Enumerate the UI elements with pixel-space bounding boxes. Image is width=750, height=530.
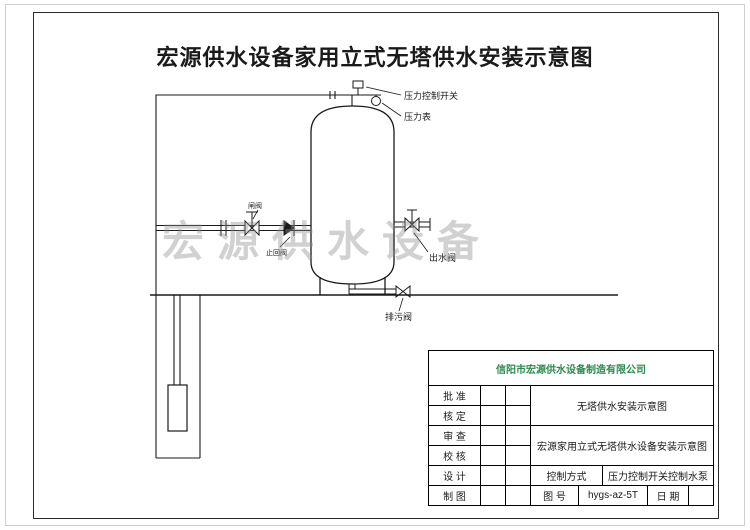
outlet-valve-label: 出水阀 — [429, 252, 456, 263]
signature-cell — [480, 405, 506, 426]
row-label-approve: 批 准 — [428, 385, 481, 406]
control-mode-label: 控制方式 — [530, 465, 603, 486]
well-group — [155, 295, 201, 459]
mid-pipe-group — [156, 211, 311, 237]
row-label-proof: 校 核 — [428, 445, 481, 466]
submersible-pump — [167, 384, 188, 432]
drain-valve-label: 排污阀 — [385, 311, 412, 322]
control-mode-value: 压力控制开关控制水泵 — [602, 465, 714, 486]
gate-valve-label: 闸阀 — [248, 201, 262, 210]
signature-cell — [480, 385, 506, 406]
signature-cell — [505, 485, 531, 506]
outlet-group — [394, 209, 431, 233]
signature-cell — [480, 465, 506, 486]
row-label-draft: 制 图 — [428, 485, 481, 506]
leader-gate-valve — [252, 209, 259, 220]
title-block: 信阳市宏源供水设备制造有限公司 批 准 无塔供水安装示意图 核 定 审 查 宏源… — [428, 350, 714, 506]
pressure-tank — [310, 105, 395, 295]
check-valve-icon — [283, 220, 295, 236]
date-value-cell — [688, 485, 714, 506]
pressure-gauge-label: 压力表 — [404, 111, 431, 122]
doc-title-full: 宏源家用立式无塔供水设备安装示意图 — [530, 425, 714, 466]
instruments-group — [352, 80, 381, 106]
pressure-gauge-icon — [371, 96, 381, 106]
check-valve-label: 止回阀 — [266, 248, 287, 257]
pressure-switch-label: 压力控制开关 — [404, 90, 458, 101]
signature-cell — [480, 485, 506, 506]
signature-cell — [480, 425, 506, 446]
company-name: 信阳市宏源供水设备制造有限公司 — [428, 350, 714, 386]
date-label: 日 期 — [647, 485, 689, 506]
sheet-edge-border — [5, 4, 745, 526]
leader-outlet-valve — [413, 232, 429, 253]
tank-body — [310, 105, 395, 285]
top-feed-pipe — [155, 94, 352, 295]
signature-cell — [480, 445, 506, 466]
row-label-review: 审 查 — [428, 425, 481, 446]
signature-cell — [505, 445, 531, 466]
leader-check-valve — [279, 236, 291, 248]
leader-lines — [252, 86, 429, 312]
signature-cell — [505, 465, 531, 486]
page-title: 宏源供水设备家用立式无塔供水安装示意图 — [156, 45, 594, 70]
doc-title-small: 无塔供水安装示意图 — [530, 385, 714, 426]
leader-pressure-gauge — [381, 102, 402, 117]
leader-drain-valve — [398, 297, 404, 312]
leader-pressure-switch — [365, 86, 402, 96]
signature-cell — [505, 425, 531, 446]
drawing-no-label: 图 号 — [530, 485, 579, 506]
row-label-check: 核 定 — [428, 405, 481, 426]
pressure-switch-icon — [352, 80, 364, 89]
signature-cell — [505, 385, 531, 406]
signature-cell — [505, 405, 531, 426]
drawing-no-value: hygs-az-5T — [578, 485, 648, 506]
drawing-frame — [33, 12, 719, 519]
row-label-design: 设 计 — [428, 465, 481, 486]
